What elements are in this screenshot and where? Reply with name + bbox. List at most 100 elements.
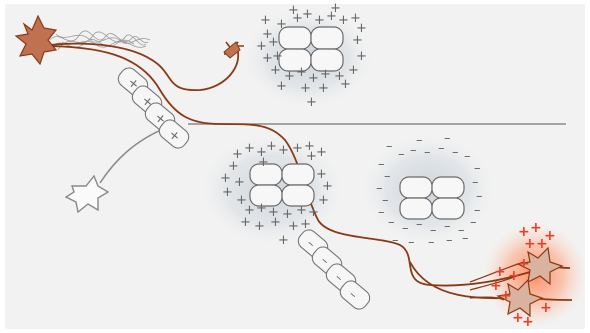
- positive-charge: +: [306, 149, 317, 164]
- negative-charge: –: [384, 169, 391, 184]
- positive-charge: +: [292, 11, 303, 26]
- action-potential-charge: +: [494, 264, 506, 280]
- negative-charge: –: [462, 231, 469, 246]
- action-potential-charge: +: [512, 310, 524, 326]
- positive-charge: +: [322, 179, 333, 194]
- action-potential-charge: +: [540, 300, 552, 316]
- myelin-segments-lower: – – – –: [297, 229, 371, 310]
- neurofilament-tangle: [49, 30, 151, 51]
- action-potential-charge: +: [500, 288, 512, 304]
- positive-charge: +: [320, 67, 331, 82]
- positive-charge: +: [338, 13, 349, 28]
- myelin-segments-upper: + + + +: [117, 67, 190, 149]
- charge-field: ++++++++++++++++++++++++++++++++++++++++…: [220, 1, 556, 330]
- negative-charge: –: [438, 141, 445, 156]
- negative-charge: –: [376, 181, 383, 196]
- positive-charge: +: [234, 175, 245, 190]
- positive-charge: +: [348, 63, 359, 78]
- neuron-soma-icon: [14, 14, 58, 66]
- negative-charge: –: [470, 215, 477, 230]
- negative-charge: –: [464, 149, 471, 164]
- action-potential-charge: +: [518, 224, 530, 240]
- positive-charge: +: [268, 35, 279, 50]
- negative-charge: –: [472, 175, 479, 190]
- target-neuron-lower: [496, 278, 544, 318]
- negative-charge: –: [446, 233, 453, 248]
- cell-cluster-icon: [278, 26, 344, 72]
- positive-charge: +: [296, 203, 307, 218]
- negative-charge: –: [474, 161, 481, 176]
- positive-charge: +: [316, 167, 327, 182]
- negative-charge: –: [392, 233, 399, 248]
- positive-charge: +: [330, 1, 341, 16]
- action-potential-charge: +: [518, 256, 530, 272]
- negative-charge: –: [382, 193, 389, 208]
- positive-charge: +: [256, 201, 267, 216]
- grey-neuron-process: [99, 125, 171, 184]
- positive-charge: +: [256, 145, 267, 160]
- positive-charge: +: [314, 13, 325, 28]
- action-potential-charge: +: [530, 220, 542, 236]
- negative-charge: –: [474, 203, 481, 218]
- positive-charge: +: [262, 51, 273, 66]
- positive-charge: +: [326, 9, 337, 24]
- action-potential-charge: +: [522, 314, 534, 330]
- positive-charge: +: [300, 217, 311, 232]
- positive-charge: +: [288, 3, 299, 18]
- positive-charge: +: [268, 205, 279, 220]
- positive-charge: +: [340, 77, 351, 92]
- positive-charge: +: [306, 95, 317, 110]
- negative-charge: –: [416, 217, 423, 232]
- positive-charge: +: [236, 193, 247, 208]
- positive-charge: +: [220, 171, 231, 186]
- action-potential-charge: +: [508, 268, 520, 284]
- positive-charge: +: [276, 79, 287, 94]
- negative-charge: –: [386, 139, 393, 154]
- positive-charge: +: [266, 139, 277, 154]
- positive-charge: +: [228, 159, 239, 174]
- positive-charge: +: [272, 49, 283, 64]
- positive-charge: +: [318, 193, 329, 208]
- negative-charge: –: [410, 143, 417, 158]
- positive-charge: +: [334, 69, 345, 84]
- astrocyte-icon: [64, 174, 110, 214]
- positive-charge: +: [256, 39, 267, 54]
- action-potential-charge: +: [490, 278, 502, 294]
- positive-charge: +: [300, 81, 311, 96]
- positive-charge: +: [296, 65, 307, 80]
- negative-charge: –: [424, 145, 431, 160]
- negative-charge: –: [398, 147, 405, 162]
- negative-charge: –: [430, 223, 437, 238]
- action-potential-charge: +: [544, 228, 556, 244]
- negative-charge: –: [452, 145, 459, 160]
- dendrite-tip: [223, 41, 241, 59]
- positive-charge: +: [308, 205, 319, 220]
- positive-charge: +: [304, 139, 315, 154]
- positive-charge: +: [282, 207, 293, 222]
- synaptic-fibers: [469, 261, 525, 301]
- positive-charge: +: [356, 49, 367, 64]
- positive-charge: +: [276, 17, 287, 32]
- positive-charge: +: [278, 233, 289, 248]
- positive-charge: +: [316, 145, 327, 160]
- positive-charge: +: [356, 21, 367, 36]
- positive-charge: +: [288, 219, 299, 234]
- positive-charge: +: [232, 147, 243, 162]
- negative-charge: –: [476, 189, 483, 204]
- positive-charge: +: [278, 143, 289, 158]
- negative-charge: –: [458, 223, 465, 238]
- positive-charge: +: [270, 215, 281, 230]
- cell-cluster-icon: [399, 176, 465, 220]
- negative-charge: –: [444, 219, 451, 234]
- negative-charge: –: [378, 205, 385, 220]
- negative-charge: –: [402, 221, 409, 236]
- negative-charge: –: [408, 235, 415, 250]
- action-potential-charge: +: [536, 236, 548, 252]
- cell-cluster-icon: [249, 163, 315, 207]
- positive-charge: +: [244, 203, 255, 218]
- negative-charge: –: [428, 235, 435, 250]
- positive-charge: +: [258, 155, 269, 170]
- positive-charge: +: [254, 219, 265, 234]
